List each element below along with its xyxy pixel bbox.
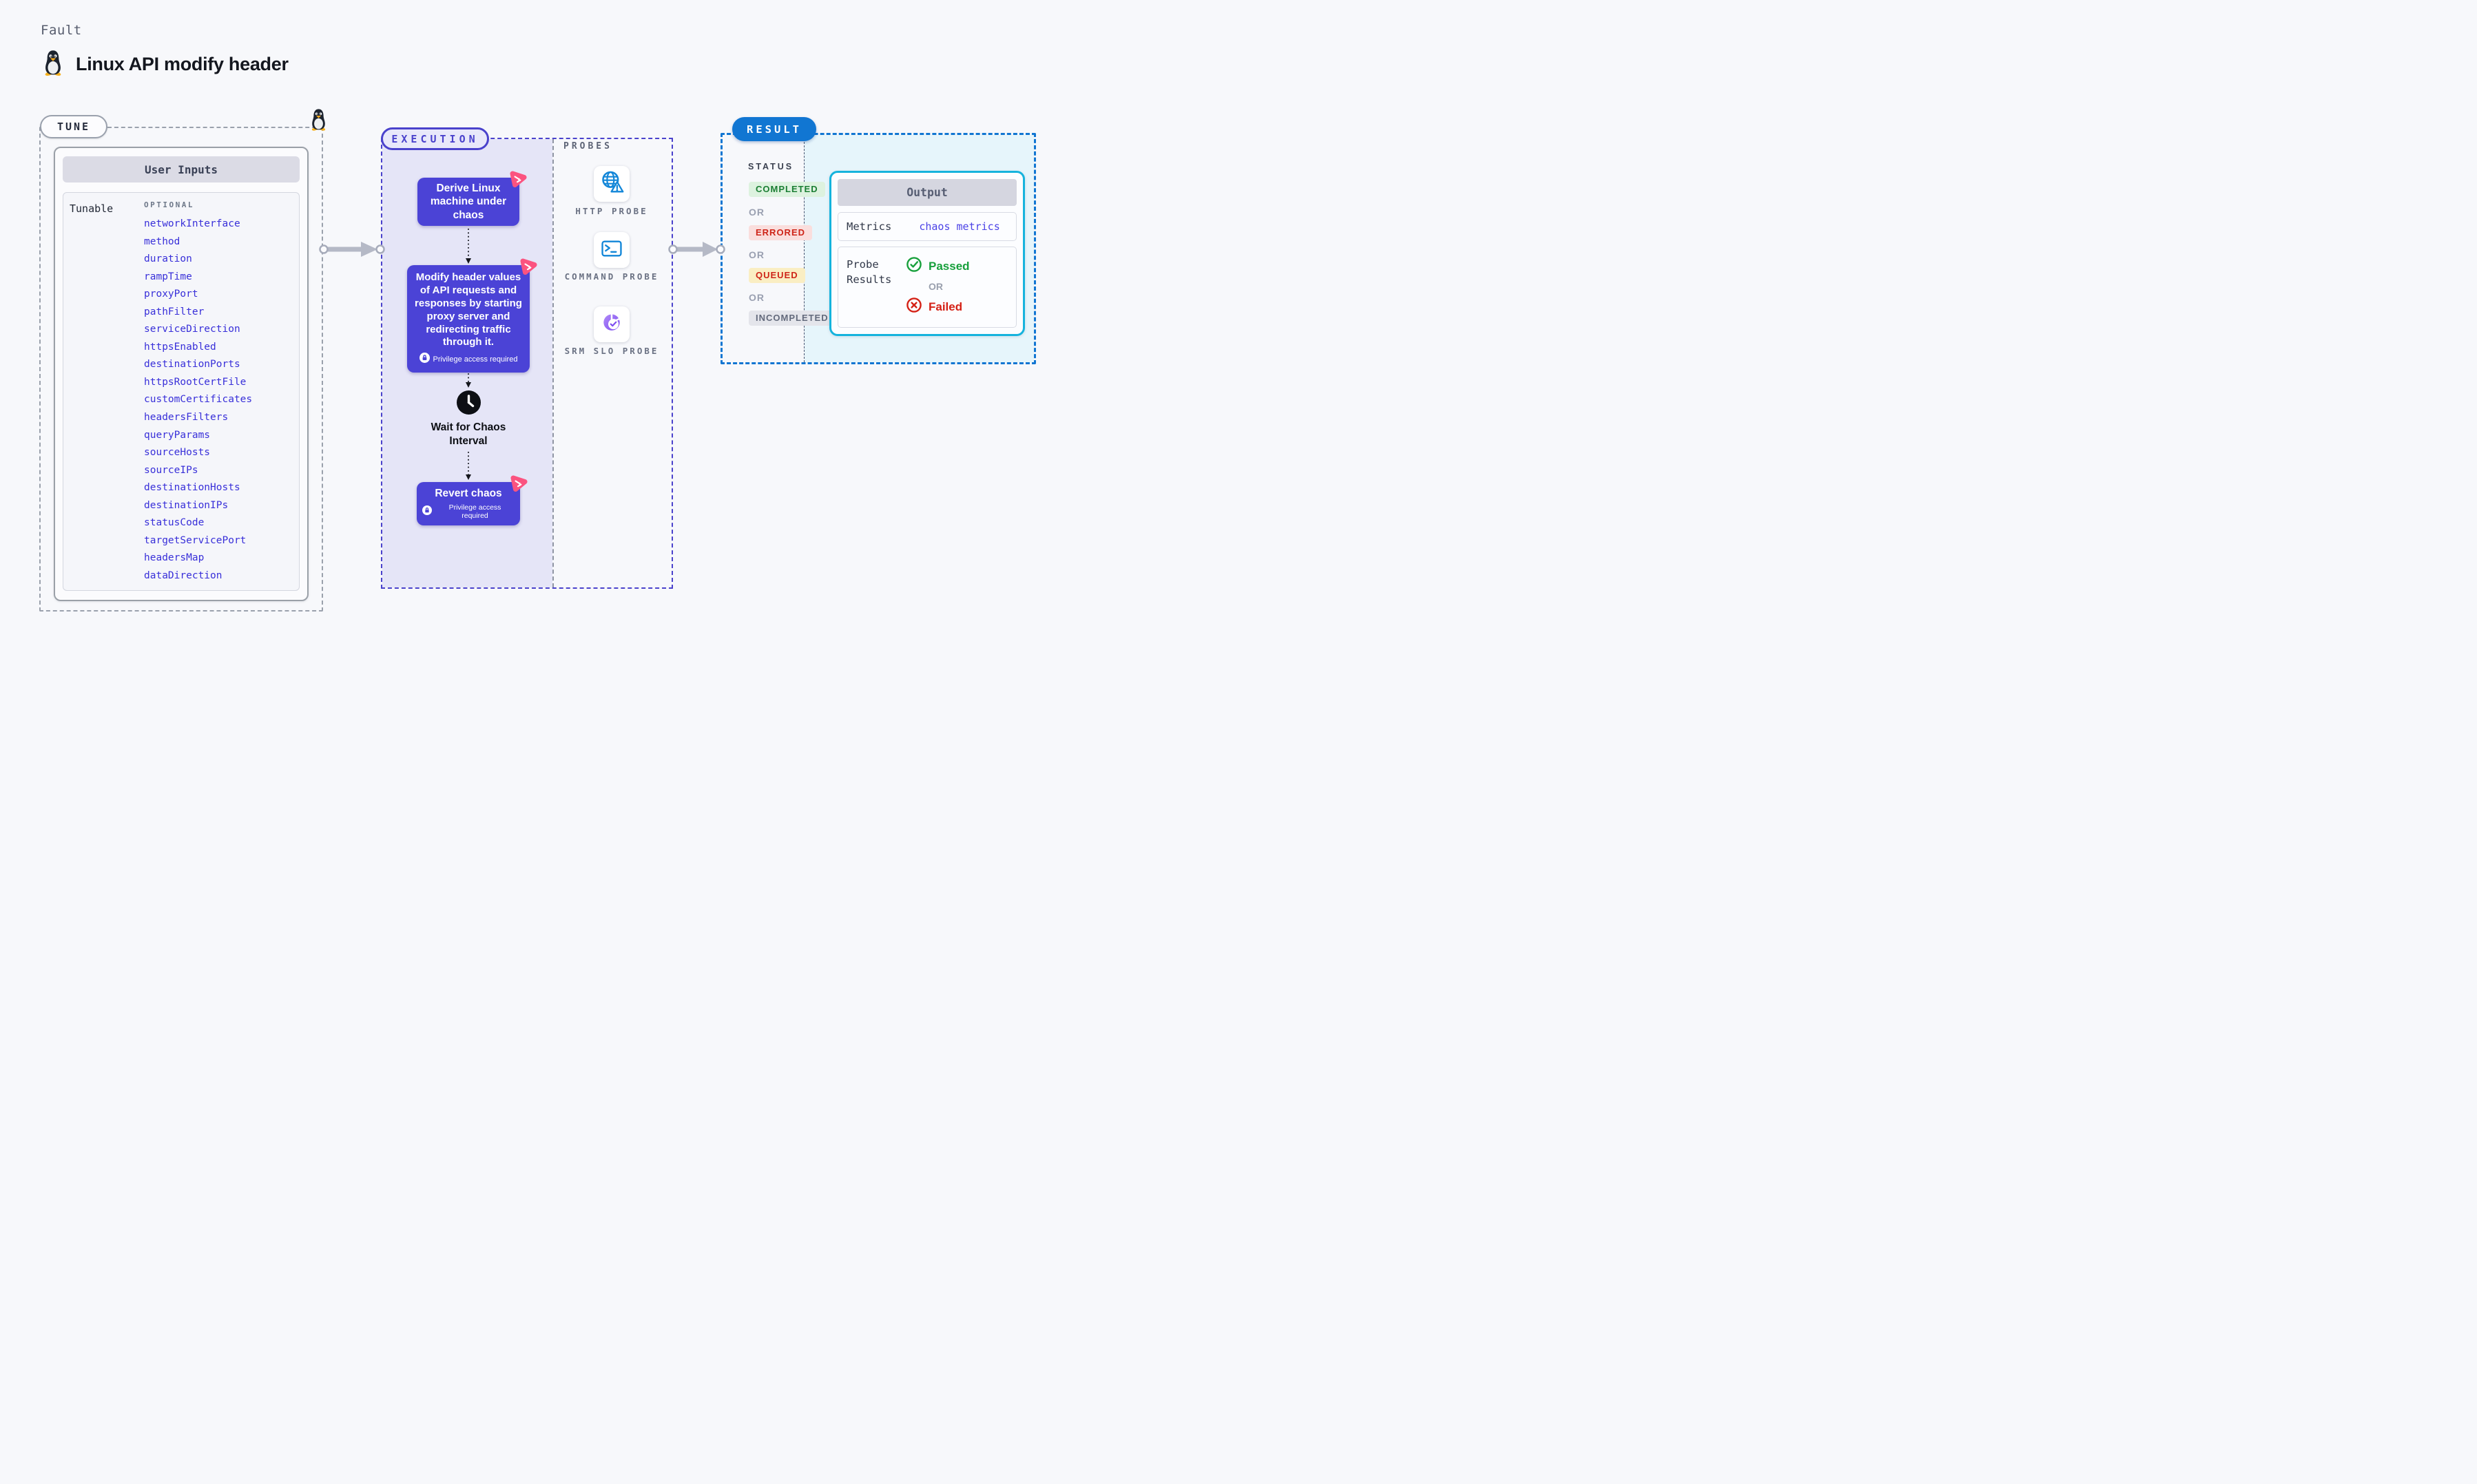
chaos-logo-icon bbox=[519, 257, 537, 278]
user-inputs-card: User Inputs Tunable OPTIONAL networkInte… bbox=[54, 147, 309, 601]
passed-row: Passed bbox=[906, 256, 970, 276]
status-badge-incompleted: INCOMPLETED bbox=[749, 311, 836, 326]
tunable-link[interactable]: targetServicePort bbox=[144, 534, 247, 546]
or-label: OR bbox=[929, 281, 943, 292]
modify-header-node: Modify header values of API requests and… bbox=[407, 258, 537, 373]
tunable-link[interactable]: statusCode bbox=[144, 517, 205, 529]
modify-header-text: Modify header values of API requests and… bbox=[415, 271, 522, 348]
or-label: OR bbox=[749, 249, 765, 260]
tunable-link[interactable]: headersFilters bbox=[144, 412, 229, 424]
status-label: STATUS bbox=[748, 162, 794, 171]
tune-section-label: TUNE bbox=[40, 115, 107, 138]
srm-slo-probe-card bbox=[594, 306, 630, 342]
metrics-row: Metrics chaos metrics bbox=[838, 212, 1017, 241]
tune-to-execution-arrow bbox=[319, 242, 385, 257]
execution-section-label: EXECUTION bbox=[381, 127, 489, 150]
tunable-link[interactable]: rampTime bbox=[144, 271, 192, 282]
result-section-label: RESULT bbox=[732, 117, 816, 141]
fault-diagram-page: Fault Linux API modify header TUNE bbox=[0, 0, 1061, 636]
probe-results-label: Probe Results bbox=[847, 258, 892, 286]
wait-node-label: Wait for Chaos Interval bbox=[431, 421, 506, 447]
probe-results-row: Probe Results Passed OR bbox=[838, 247, 1017, 328]
tunable-link[interactable]: headersMap bbox=[144, 552, 205, 564]
privilege-text: Privilege access required bbox=[448, 503, 501, 521]
or-label: OR bbox=[749, 292, 765, 303]
user-inputs-header: User Inputs bbox=[63, 156, 300, 182]
tune-section-outline bbox=[39, 127, 323, 612]
x-circle-icon bbox=[906, 297, 922, 317]
fault-kicker: Fault bbox=[41, 23, 82, 38]
title-row: Linux API modify header bbox=[42, 50, 289, 79]
revert-chaos-text: Revert chaos bbox=[435, 488, 502, 499]
chaos-logo-icon bbox=[510, 474, 528, 495]
tunable-link[interactable]: serviceDirection bbox=[144, 324, 240, 335]
optional-label: OPTIONAL bbox=[144, 200, 194, 209]
command-probe-card bbox=[594, 232, 630, 268]
status-badge-queued: QUEUED bbox=[749, 268, 805, 283]
probes-section-label: PROBES bbox=[563, 141, 612, 151]
tunable-link[interactable]: httpsEnabled bbox=[144, 341, 216, 353]
tunable-link[interactable]: dataDirection bbox=[144, 569, 222, 581]
globe-warning-icon bbox=[598, 169, 625, 200]
terminal-icon bbox=[599, 236, 625, 265]
http-probe-label: HTTP PROBE bbox=[575, 206, 648, 216]
tunable-link[interactable]: destinationHosts bbox=[144, 482, 240, 494]
tunable-list: networkInterface method duration rampTim… bbox=[144, 216, 299, 585]
tunable-row-label: Tunable bbox=[70, 202, 114, 215]
lock-icon bbox=[422, 505, 432, 519]
derive-machine-node: Derive Linux machine under chaos bbox=[417, 171, 527, 226]
chaos-metrics-link[interactable]: chaos metrics bbox=[919, 220, 1000, 233]
page-title: Linux API modify header bbox=[76, 54, 289, 74]
tunables-table: Tunable OPTIONAL networkInterface method… bbox=[63, 192, 300, 591]
flow-arrow bbox=[466, 362, 471, 388]
wait-clock-icon bbox=[456, 390, 481, 419]
tux-linux-icon bbox=[42, 50, 64, 79]
output-box: Output Metrics chaos metrics Probe Resul… bbox=[829, 171, 1025, 336]
revert-chaos-node: Revert chaos Privilege access required bbox=[417, 475, 528, 526]
tunable-link[interactable]: proxyPort bbox=[144, 289, 198, 300]
srm-slo-probe-label: SRM SLO PROBE bbox=[564, 346, 659, 356]
tunable-link[interactable]: sourceIPs bbox=[144, 464, 198, 476]
probes-to-result-arrow bbox=[668, 242, 725, 257]
tunable-link[interactable]: pathFilter bbox=[144, 306, 205, 317]
privilege-row: Privilege access required bbox=[422, 503, 515, 520]
tunable-link[interactable]: duration bbox=[144, 253, 192, 265]
privilege-row: Privilege access required bbox=[414, 353, 523, 366]
tunable-link[interactable]: sourceHosts bbox=[144, 447, 211, 459]
command-probe-label: COMMAND PROBE bbox=[564, 271, 659, 282]
tunable-link[interactable]: method bbox=[144, 236, 180, 247]
status-badge-errored: ERRORED bbox=[749, 225, 813, 240]
passed-label: Passed bbox=[929, 259, 970, 273]
tux-linux-icon bbox=[309, 108, 328, 134]
status-badge-completed: COMPLETED bbox=[749, 182, 825, 197]
flow-arrow bbox=[466, 229, 471, 264]
probes-lane-divider bbox=[552, 139, 554, 587]
tunable-link[interactable]: destinationIPs bbox=[144, 499, 229, 511]
privilege-text: Privilege access required bbox=[433, 355, 518, 364]
failed-label: Failed bbox=[929, 300, 963, 313]
or-label: OR bbox=[749, 207, 765, 218]
http-probe-card bbox=[594, 166, 630, 202]
result-panel-divider bbox=[804, 135, 805, 362]
tunable-link[interactable]: queryParams bbox=[144, 429, 211, 441]
chaos-logo-icon bbox=[509, 169, 527, 191]
tunable-link[interactable]: networkInterface bbox=[144, 218, 240, 229]
output-header: Output bbox=[838, 179, 1017, 206]
lock-icon bbox=[419, 353, 430, 366]
tunable-link[interactable]: customCertificates bbox=[144, 394, 253, 406]
metrics-label: Metrics bbox=[847, 220, 892, 233]
slo-donut-icon bbox=[598, 309, 625, 340]
derive-machine-text: Derive Linux machine under chaos bbox=[430, 182, 507, 221]
check-circle-icon bbox=[906, 256, 922, 276]
tunable-link[interactable]: httpsRootCertFile bbox=[144, 376, 247, 388]
flow-arrow bbox=[466, 452, 471, 480]
failed-row: Failed bbox=[906, 297, 970, 317]
tunable-link[interactable]: destinationPorts bbox=[144, 359, 240, 370]
